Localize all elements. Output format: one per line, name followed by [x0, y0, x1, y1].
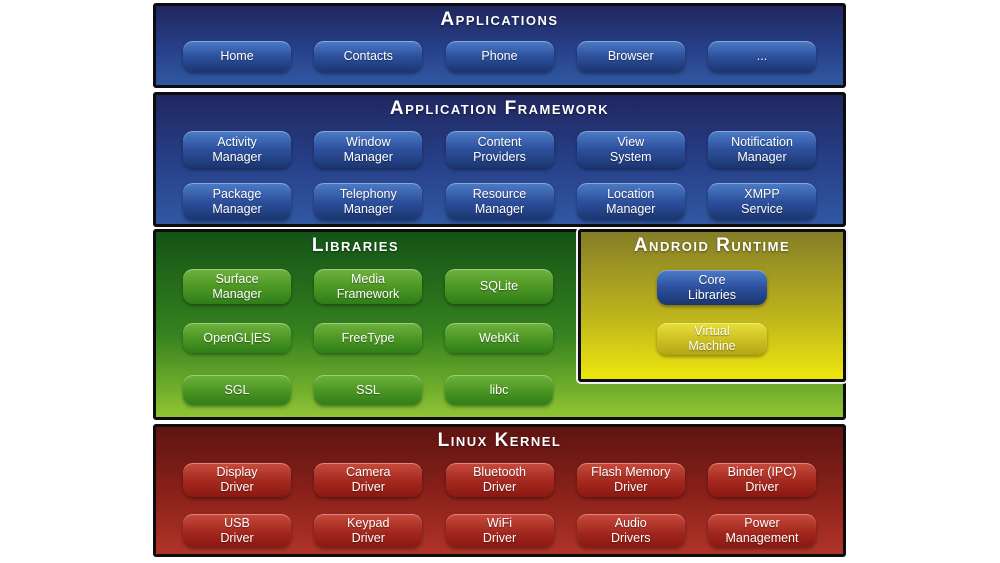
block-window-manager-label: Window Manager — [343, 134, 393, 164]
block-flash-memory-driver: Flash Memory Driver — [576, 463, 685, 497]
libraries-title: Libraries — [311, 235, 400, 256]
block-camera-driver: Camera Driver — [314, 463, 423, 497]
block-libc-label: libc — [489, 382, 509, 397]
block-contacts: Contacts — [314, 41, 423, 72]
linux-kernel-title: Linux Kernel — [437, 430, 562, 451]
block-audio-drivers: Audio Drivers — [576, 514, 685, 547]
block-audio-drivers-label: Audio Drivers — [610, 515, 651, 545]
block-sgl-label: SGL — [224, 382, 250, 397]
block-sgl: SGL — [183, 375, 291, 405]
block-wifi-driver: WiFi Driver — [445, 514, 554, 547]
block-phone: Phone — [445, 41, 554, 72]
block-xmpp-service-label: XMPP Service — [741, 186, 783, 216]
kernel-row-1: Display Driver Camera Driver Bluetooth D… — [183, 463, 816, 497]
block-binder-ipc-driver-label: Binder (IPC) Driver — [727, 465, 797, 494]
block-binder-ipc-driver: Binder (IPC) Driver — [708, 463, 816, 497]
block-surface-manager: Surface Manager — [183, 269, 291, 304]
block-xmpp-service: XMPP Service — [708, 183, 816, 220]
block-browser: Browser — [576, 41, 685, 72]
block-opengl-es: OpenGL|ES — [183, 323, 291, 353]
block-contacts-label: Contacts — [343, 49, 393, 64]
block-activity-manager: Activity Manager — [183, 131, 291, 168]
kernel-row-2: USB Driver Keypad Driver WiFi Driver Aud… — [183, 514, 816, 547]
block-location-manager: Location Manager — [576, 183, 685, 220]
block-more-apps-label: ... — [756, 49, 768, 64]
block-home: Home — [183, 41, 291, 72]
block-wifi-driver-label: WiFi Driver — [482, 515, 517, 545]
block-usb-driver-label: USB Driver — [220, 515, 254, 545]
block-freetype-label: FreeType — [341, 330, 395, 345]
block-browser-label: Browser — [607, 49, 654, 64]
block-virtual-machine-label: Virtual Machine — [688, 324, 736, 353]
layer-applications: Applications Home Contacts Phone Browser… — [153, 3, 846, 88]
block-telephony-manager-label: Telephony Manager — [339, 186, 397, 216]
block-view-system-label: View System — [609, 134, 652, 164]
block-opengl-es-label: OpenGL|ES — [203, 330, 271, 345]
block-package-manager-label: Package Manager — [212, 186, 262, 216]
block-view-system: View System — [576, 131, 685, 168]
block-resource-manager-label: Resource Manager — [472, 186, 527, 216]
block-power-management-label: Power Management — [725, 515, 799, 545]
layer-application-framework: Application Framework Activity Manager W… — [153, 92, 846, 227]
block-core-libraries-label: Core Libraries — [688, 272, 736, 302]
block-sqlite: SQLite — [445, 269, 553, 304]
block-home-label: Home — [220, 49, 254, 64]
block-webkit-label: WebKit — [478, 330, 520, 345]
block-surface-manager-label: Surface Manager — [212, 271, 262, 301]
block-notification-manager: Notification Manager — [708, 131, 816, 168]
block-activity-manager-label: Activity Manager — [212, 134, 262, 164]
block-flash-memory-driver-label: Flash Memory Driver — [591, 465, 671, 494]
layer-android-runtime: Android Runtime Core Libraries Virtual M… — [578, 229, 846, 382]
block-notification-manager-label: Notification Manager — [731, 134, 793, 164]
block-display-driver: Display Driver — [183, 463, 291, 497]
android-runtime-title: Android Runtime — [633, 235, 791, 256]
block-core-libraries: Core Libraries — [657, 270, 767, 305]
libraries-row-1: Surface Manager Media Framework SQLite — [183, 269, 553, 304]
block-usb-driver: USB Driver — [183, 514, 291, 547]
block-media-framework-label: Media Framework — [336, 271, 400, 301]
block-display-driver-label: Display Driver — [216, 465, 258, 494]
framework-row-2: Package Manager Telephony Manager Resour… — [183, 183, 816, 220]
block-power-management: Power Management — [708, 514, 816, 547]
application-framework-title: Application Framework — [389, 98, 610, 119]
block-phone-label: Phone — [481, 49, 518, 64]
block-camera-driver-label: Camera Driver — [346, 465, 391, 494]
layer-linux-kernel: Linux Kernel Display Driver Camera Drive… — [153, 424, 846, 557]
block-window-manager: Window Manager — [314, 131, 423, 168]
block-freetype: FreeType — [314, 323, 422, 353]
block-package-manager: Package Manager — [183, 183, 291, 220]
block-virtual-machine: Virtual Machine — [657, 323, 767, 355]
block-bluetooth-driver-label: Bluetooth Driver — [473, 465, 526, 494]
block-content-providers: Content Providers — [445, 131, 554, 168]
block-keypad-driver-label: Keypad Driver — [347, 515, 390, 545]
block-more-apps: ... — [708, 41, 816, 72]
block-ssl: SSL — [314, 375, 422, 405]
block-webkit: WebKit — [445, 323, 553, 353]
block-location-manager-label: Location Manager — [606, 186, 656, 216]
block-sqlite-label: SQLite — [479, 279, 519, 294]
applications-row: Home Contacts Phone Browser ... — [183, 41, 816, 72]
block-resource-manager: Resource Manager — [445, 183, 554, 220]
framework-row-1: Activity Manager Window Manager Content … — [183, 131, 816, 168]
block-content-providers-label: Content Providers — [473, 134, 526, 164]
libraries-row-2: OpenGL|ES FreeType WebKit — [183, 323, 553, 353]
block-libc: libc — [445, 375, 553, 405]
applications-title: Applications — [440, 9, 559, 30]
block-media-framework: Media Framework — [314, 269, 422, 304]
libraries-row-3: SGL SSL libc — [183, 375, 553, 405]
block-ssl-label: SSL — [356, 382, 380, 397]
block-telephony-manager: Telephony Manager — [314, 183, 423, 220]
block-keypad-driver: Keypad Driver — [314, 514, 423, 547]
block-bluetooth-driver: Bluetooth Driver — [445, 463, 554, 497]
